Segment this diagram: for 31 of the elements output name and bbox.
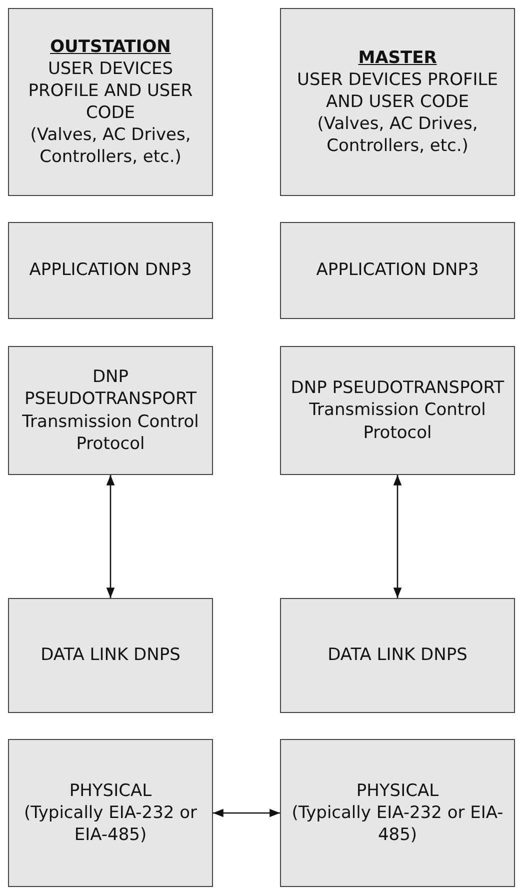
layer-box [8,739,213,887]
arrow [393,475,402,598]
layer-box [8,346,213,475]
column-heading: OUTSTATION [50,36,171,58]
layer-box [280,8,515,196]
layer-label: DATA LINK DNPS [40,644,180,667]
layer-label: (Typically EIA-232 or EIA-485) [290,802,504,846]
layer-box [8,598,213,713]
layer-label: Transmission Control Protocol [21,410,200,455]
layer-label: DNP PSEUDOTRANSPORT [24,366,198,410]
layer-label: (Typically EIA-232 or EIA-485) [22,802,198,846]
layer-box [280,222,515,319]
layer-label: DATA LINK DNPS [328,644,468,667]
layer-box [280,598,515,713]
layer-box [280,346,515,475]
layer-label: USER DEVICES PROFILE AND USER CODE [296,68,499,114]
layer-label: APPLICATION DNP3 [316,259,479,282]
layer-box [8,8,213,196]
arrow [213,808,280,818]
arrow [106,475,115,598]
layer-label: Transmission Control Protocol [308,399,487,444]
column-heading: MASTER [358,46,437,69]
layer-box [8,222,213,319]
layer-label: DNP PSEUDOTRANSPORT [290,377,504,400]
layer-label: (Valves, AC Drives, Controllers, etc.) [316,113,479,158]
layer-label: PHYSICAL [356,780,439,802]
layer-label: APPLICATION DNP3 [29,259,192,282]
layer-label: USER DEVICES PROFILE AND USER CODE [27,58,194,124]
layer-label: (Valves, AC Drives, Controllers, etc.) [29,124,192,168]
layer-box [280,739,515,887]
layer-label: PHYSICAL [69,780,152,802]
